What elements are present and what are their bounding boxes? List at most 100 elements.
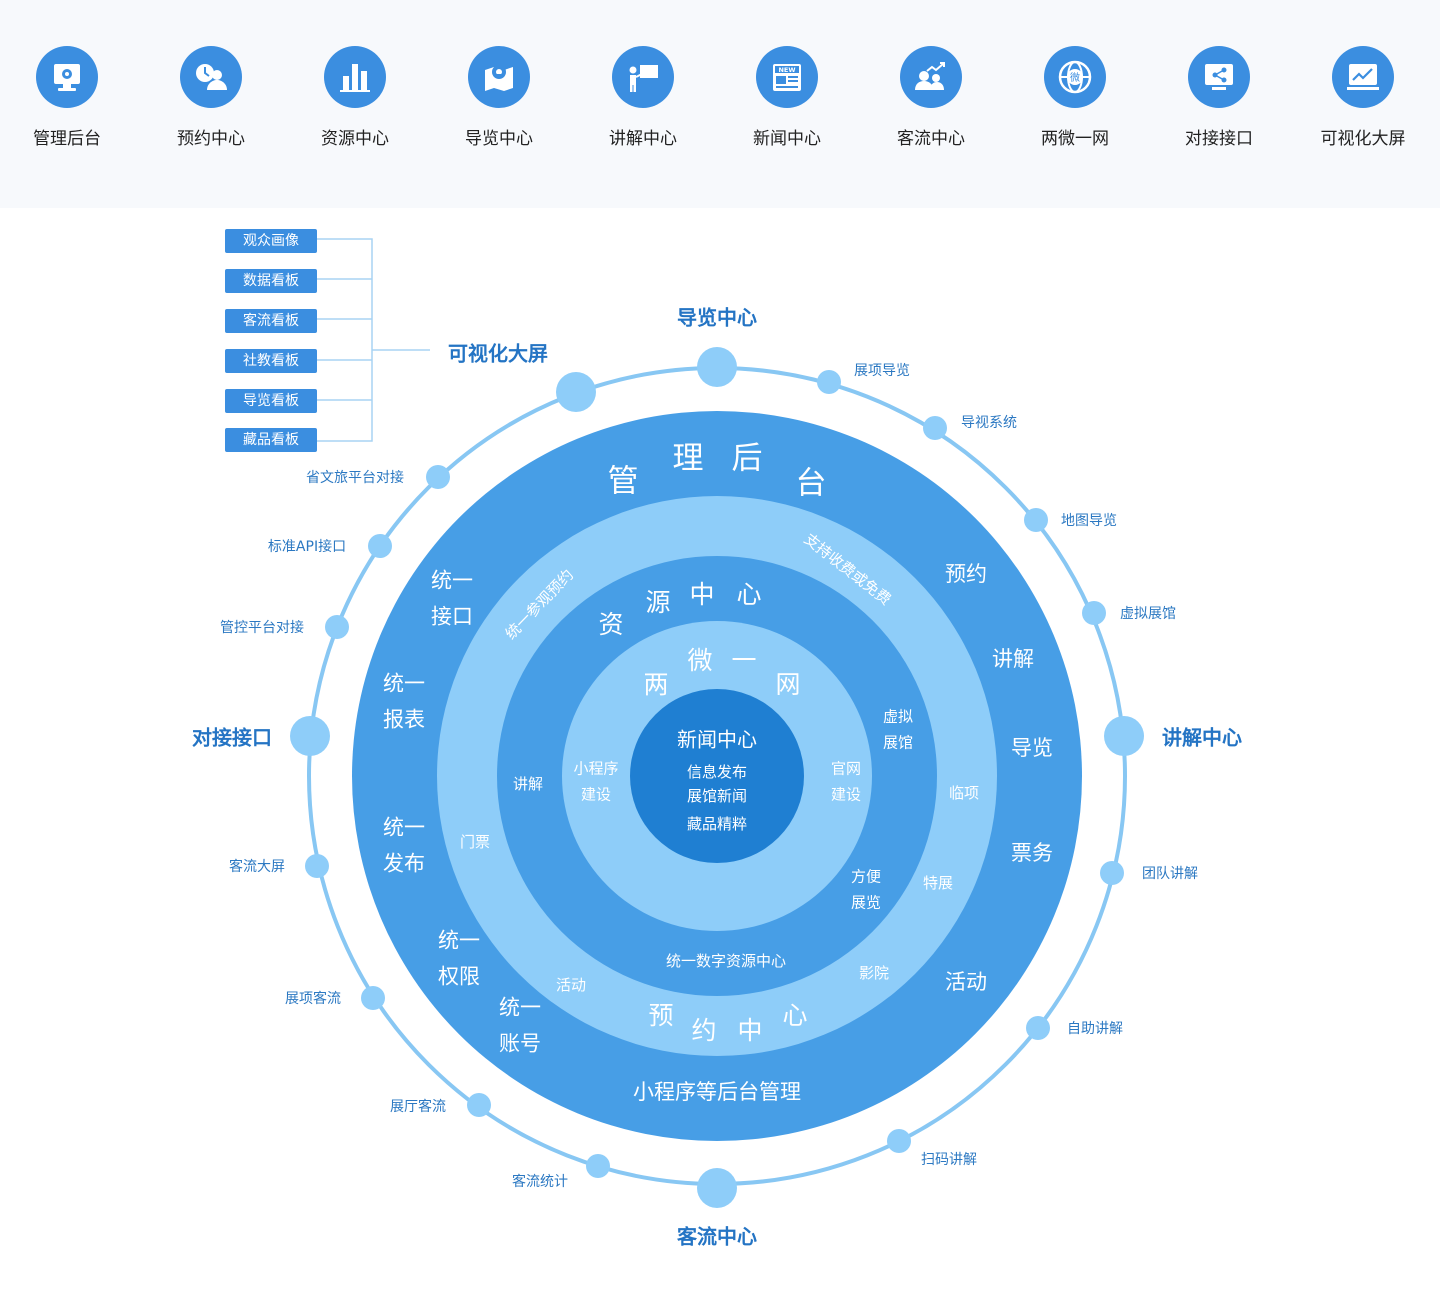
nav-label: 预约中心 xyxy=(177,129,245,149)
nav-item-flow[interactable]: 客流中心 xyxy=(871,46,991,149)
nav-label: 客流中心 xyxy=(897,129,965,149)
node-flow-stats xyxy=(586,1154,610,1178)
share-screen-icon xyxy=(1188,46,1250,108)
booking-title-char: 心 xyxy=(782,1000,808,1030)
label-signage-system: 导视系统 xyxy=(961,415,1017,431)
hub-label-flow: 客流中心 xyxy=(677,1224,757,1249)
nav-item-booking[interactable]: 预约中心 xyxy=(151,46,271,149)
news-title: 新闻中心 xyxy=(677,727,757,752)
news-item: 藏品精粹 xyxy=(686,815,748,834)
nav-label: 可视化大屏 xyxy=(1320,129,1406,149)
hub-node-flow xyxy=(697,1168,737,1208)
label-exhibit-flow: 展项客流 xyxy=(285,991,341,1007)
nav-item-explain[interactable]: 讲解中心 xyxy=(583,46,703,149)
booking-item: 特展 xyxy=(922,874,954,893)
hub-label-guide: 导览中心 xyxy=(677,305,757,330)
node-flow-screen xyxy=(305,854,329,878)
node-exhibit-flow xyxy=(361,986,385,1010)
board-data: 数据看板 xyxy=(225,269,317,293)
nav-item-admin[interactable]: 管理后台 xyxy=(7,46,127,149)
label-team-explain: 团队讲解 xyxy=(1142,866,1198,882)
node-team-explain xyxy=(1100,861,1124,885)
board-audience-profile: 观众画像 xyxy=(225,229,317,253)
node-map-guide xyxy=(1024,508,1048,532)
globe-weibo-icon: 微 xyxy=(1044,46,1106,108)
admin-right-item: 讲解 xyxy=(992,647,1034,672)
admin-title-char: 管 xyxy=(607,463,639,500)
resource-item: 方便 展览 xyxy=(850,867,882,912)
admin-right-item: 票务 xyxy=(1011,841,1053,866)
booking-title-char: 中 xyxy=(737,1015,763,1045)
hub-node-explain xyxy=(1104,716,1144,756)
board-collection: 藏品看板 xyxy=(225,428,317,452)
top-nav-bar: 管理后台 预约中心 资源中心 导览中心 讲解中心 NEW 新闻中心 客流中心 xyxy=(0,0,1440,208)
resource-title-char: 源 xyxy=(645,587,671,617)
nav-label: 导览中心 xyxy=(465,129,533,149)
node-api-interface xyxy=(368,534,392,558)
hub-node-interface xyxy=(290,716,330,756)
admin-left-item: 统一 报表 xyxy=(383,671,425,731)
booking-item: 影院 xyxy=(858,964,890,983)
node-self-explain xyxy=(1026,1016,1050,1040)
node-hall-flow xyxy=(467,1093,491,1117)
architecture-diagram xyxy=(290,238,1144,1208)
weinet-title-char: 一 xyxy=(731,645,757,675)
monitor-settings-icon xyxy=(36,46,98,108)
svg-text:NEW: NEW xyxy=(778,66,795,74)
admin-title-char: 后 xyxy=(731,440,763,477)
bar-chart-icon xyxy=(324,46,386,108)
label-api-interface: 标准API接口 xyxy=(267,539,347,555)
resource-title-char: 中 xyxy=(689,579,715,609)
weinet-left-label: 小程序 建设 xyxy=(573,759,619,804)
weinet-right-label: 官网 建设 xyxy=(830,759,862,804)
admin-right-item: 导览 xyxy=(1011,736,1053,761)
node-signage-system xyxy=(923,416,947,440)
svg-text:微: 微 xyxy=(1070,71,1080,84)
hub-node-visual xyxy=(556,372,596,412)
label-control-platform: 管控平台对接 xyxy=(220,620,304,636)
hub-node-guide xyxy=(697,347,737,387)
board-flow: 客流看板 xyxy=(225,309,317,333)
node-virtual-hall xyxy=(1082,601,1106,625)
nav-item-resource[interactable]: 资源中心 xyxy=(295,46,415,149)
resource-item: 讲解 xyxy=(512,775,544,794)
resource-bottom-label: 统一数字资源中心 xyxy=(665,952,787,971)
admin-left-item: 统一 账号 xyxy=(499,995,541,1055)
nav-item-visual[interactable]: 可视化大屏 xyxy=(1303,46,1423,149)
nav-label: 管理后台 xyxy=(33,129,101,149)
nav-label: 新闻中心 xyxy=(753,129,821,149)
admin-right-item: 活动 xyxy=(945,970,987,995)
nav-item-guide[interactable]: 导览中心 xyxy=(439,46,559,149)
resource-title-char: 心 xyxy=(736,579,762,609)
admin-title-char: 台 xyxy=(795,465,827,502)
nav-label: 资源中心 xyxy=(321,129,389,149)
admin-title-char: 理 xyxy=(672,440,704,477)
booking-item: 门票 xyxy=(459,833,491,852)
nav-item-weinet[interactable]: 微 两微一网 xyxy=(1015,46,1135,149)
label-map-guide: 地图导览 xyxy=(1061,513,1117,529)
label-self-explain: 自助讲解 xyxy=(1067,1021,1123,1037)
weinet-title-char: 网 xyxy=(775,669,801,699)
visual-hub-title: 可视化大屏 xyxy=(448,341,548,366)
admin-bottom-label: 小程序等后台管理 xyxy=(633,1080,801,1105)
node-province-platform xyxy=(426,465,450,489)
board-education: 社教看板 xyxy=(225,349,317,373)
visual-bracket xyxy=(317,238,430,442)
line-chart-screen-icon xyxy=(1332,46,1394,108)
nav-item-interface[interactable]: 对接接口 xyxy=(1159,46,1279,149)
user-clock-icon xyxy=(180,46,242,108)
hub-label-interface: 对接接口 xyxy=(192,725,272,750)
booking-title-char: 约 xyxy=(691,1015,717,1045)
presenter-board-icon xyxy=(612,46,674,108)
label-flow-screen: 客流大屏 xyxy=(229,859,285,875)
label-exhibit-guide: 展项导览 xyxy=(854,363,910,379)
label-province-platform: 省文旅平台对接 xyxy=(306,470,404,486)
node-control-platform xyxy=(325,615,349,639)
node-scan-explain xyxy=(887,1129,911,1153)
label-hall-flow: 展厅客流 xyxy=(390,1099,446,1115)
resource-title-char: 资 xyxy=(598,609,624,639)
resource-item: 虚拟 展馆 xyxy=(882,707,914,752)
admin-left-item: 统一 权限 xyxy=(438,928,480,988)
nav-item-news[interactable]: NEW 新闻中心 xyxy=(727,46,847,149)
booking-item: 临项 xyxy=(948,784,980,803)
